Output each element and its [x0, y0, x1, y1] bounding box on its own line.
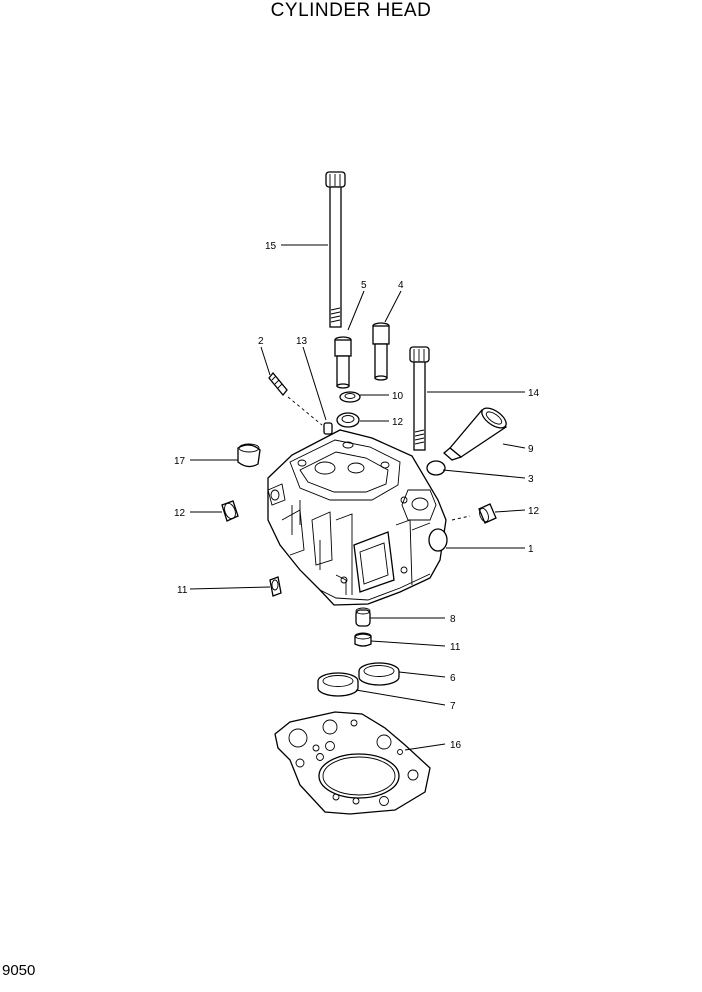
callout-12-left: 12	[174, 508, 186, 519]
callout-15: 15	[265, 241, 277, 252]
dowel-pin-13	[323, 422, 333, 435]
diagram-title: CYLINDER HEAD	[270, 0, 432, 21]
leader-lines	[189, 244, 526, 751]
head-bolt-15	[325, 171, 346, 328]
valve-seat-7	[317, 672, 359, 697]
head-bolt-14	[409, 346, 430, 451]
callout-8: 8	[450, 614, 456, 625]
callout-6: 6	[450, 673, 456, 684]
valve-guide-4	[372, 322, 390, 381]
callout-3: 3	[528, 474, 534, 485]
callout-9: 9	[528, 444, 534, 455]
callout-12-top: 12	[392, 417, 404, 428]
callout-14: 14	[528, 388, 540, 399]
callout-1: 1	[528, 544, 534, 555]
plug-12-left	[221, 500, 239, 522]
callout-2: 2	[258, 336, 264, 347]
callout-11-left: 11	[177, 585, 188, 596]
valve-guide-5	[334, 336, 352, 389]
cylinder-head-body-1	[267, 429, 448, 606]
callout-5: 5	[361, 280, 367, 291]
plug-12-right	[478, 503, 497, 524]
injector-sleeve-9	[442, 407, 508, 461]
callout-4: 4	[398, 280, 404, 291]
callout-17: 17	[174, 456, 186, 467]
plug-11-center	[354, 632, 372, 647]
callout-12-right: 12	[528, 506, 540, 517]
callout-7: 7	[450, 701, 456, 712]
stud-2	[268, 371, 323, 426]
callout-10: 10	[392, 391, 404, 402]
washer-12-top	[336, 412, 360, 428]
plug-3	[426, 460, 446, 476]
plug-11-left	[269, 576, 282, 597]
callout-16: 16	[450, 740, 462, 751]
washer-10	[339, 391, 361, 403]
cap-17	[237, 443, 261, 468]
plug-8	[355, 607, 371, 627]
valve-seat-6	[358, 662, 400, 686]
callout-11-center: 11	[450, 642, 461, 653]
page-code: 9050	[2, 962, 36, 979]
head-gasket-16	[274, 711, 431, 815]
callout-13: 13	[296, 336, 308, 347]
callout-labels: 15 5 4 2 13 10 14 12 9 17 3 12 12 1 11 8…	[174, 241, 540, 751]
